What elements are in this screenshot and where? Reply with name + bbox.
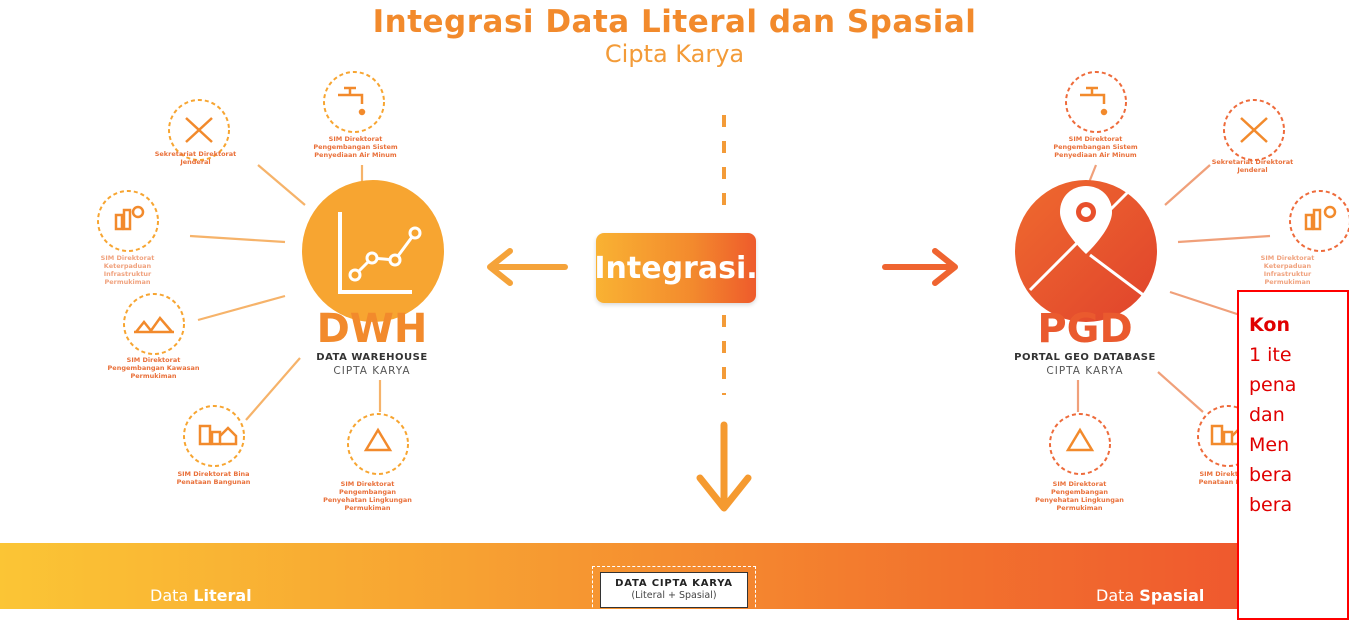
water-tap-icon: [1065, 71, 1127, 133]
page-subtitle: Cipta Karya: [604, 40, 745, 68]
node-label: SIM Direktorat Pengembangan Sistem Penye…: [313, 135, 398, 159]
node-label: Sekretariat Direktorat Jenderal: [154, 150, 237, 166]
recycle-icon: [347, 413, 409, 475]
chart-gear-icon: [97, 190, 159, 252]
annotation-line: bera: [1249, 494, 1293, 516]
node-label: SIM Direktorat Keterpaduan Infrastruktur…: [100, 254, 155, 286]
node-label: SIM Direktorat Bina Penataan Bangunan: [176, 470, 251, 486]
dwh-subtitle-2: CIPTA KARYA: [333, 365, 411, 377]
node-label: SIM Direktorat Pengembangan Sistem Penye…: [1053, 135, 1138, 159]
dwh-title: DWH: [316, 306, 428, 352]
integration-box: Integrasi.: [594, 233, 758, 303]
dwh-hub-icon: [302, 180, 444, 322]
annotation-line: pena: [1249, 374, 1297, 396]
pgd-title: PGD: [1037, 306, 1133, 352]
annotation-line: dan: [1249, 404, 1285, 426]
pgd-hub-icon: [1015, 180, 1157, 322]
node-label: SIM Direktorat Pengembangan Penyehatan L…: [1035, 480, 1124, 512]
node-label: SIM Direktorat Keterpaduan Infrastruktur…: [1260, 254, 1315, 286]
water-tap-icon: [323, 71, 385, 133]
data-cipta-karya-title: DATA CIPTA KARYA: [615, 578, 733, 589]
houses-icon: [123, 293, 185, 355]
arrow-down-icon: [696, 421, 752, 512]
data-cipta-karya-box: DATA CIPTA KARYA (Literal + Spasial): [600, 572, 748, 608]
node-label: SIM Direktorat Pengembangan Kawasan Perm…: [107, 356, 200, 380]
data-spasial-label: Data Spasial: [1096, 586, 1205, 605]
node-label: Sekretariat Direktorat Jenderal: [1211, 158, 1294, 174]
page-title: Integrasi Data Literal dan Spasial: [372, 4, 977, 40]
arrow-left-icon: [487, 248, 568, 286]
node-label: SIM Direktorat Pengembangan Penyehatan L…: [323, 480, 412, 512]
annotation-line: 1 ite: [1249, 344, 1292, 366]
data-cipta-karya-subtitle: (Literal + Spasial): [631, 590, 717, 601]
pgd-subtitle: PORTAL GEO DATABASE: [1014, 352, 1156, 363]
buildings-icon: [183, 405, 245, 467]
annotation-line: bera: [1249, 464, 1293, 486]
node-label: SIM Direktorat Bina Penataan Bangunan: [1198, 470, 1273, 486]
dwh-subtitle: DATA WAREHOUSE: [316, 352, 428, 363]
arrow-right-icon: [882, 248, 958, 286]
pgd-subtitle-2: CIPTA KARYA: [1046, 365, 1124, 377]
data-literal-label: Data Literal: [150, 586, 252, 605]
recycle-icon: [1049, 413, 1111, 475]
annotation-title: Kon: [1249, 314, 1290, 336]
annotation-box: Kon 1 ite pena dan Men bera bera: [1237, 290, 1349, 620]
annotation-line: Men: [1249, 434, 1290, 456]
left-connectors: [189, 164, 382, 421]
